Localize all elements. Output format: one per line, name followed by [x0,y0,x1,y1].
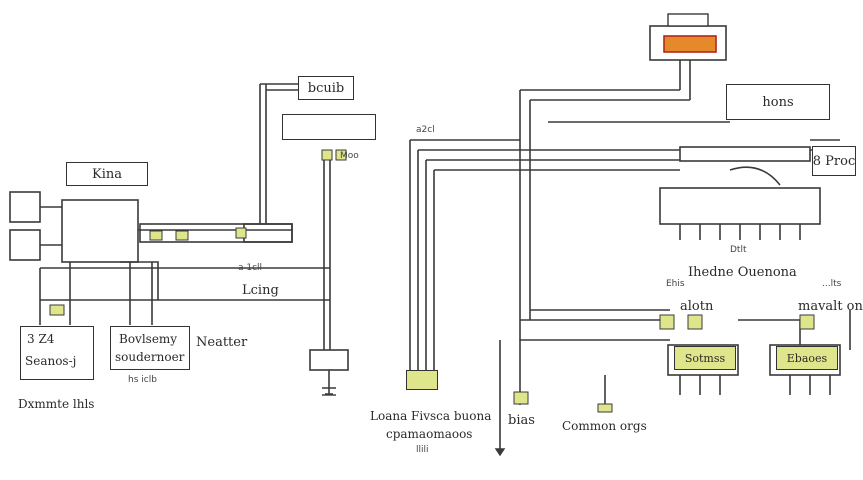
yellow-module-2-label: Ebaoes [786,351,828,365]
left-bottom-box: 3 Z4 Seanos-j [20,326,94,380]
mid-tag: Dtlt [730,245,747,255]
center-terminal [406,370,438,390]
left-center-label: Kina [92,166,122,182]
common-label: Common orgs [562,419,647,433]
right-small-label: ...lts [822,279,842,289]
left-bottom-label: Seanos-j [25,354,77,368]
left-center-label-box: Kina [66,162,148,186]
left-bottom-sub: 3 Z4 [27,332,55,346]
right-mid-label: alotn [680,299,714,314]
right-right-label: mavalt on [798,299,863,314]
small-label-1: a 1cll [238,263,263,273]
relay-box [282,114,376,140]
top-left-label: bcuib [307,80,345,96]
center-box: Bovlsemy soudernoer [110,326,190,370]
top-right-device: hons [726,84,830,120]
yellow-module-1-label: Sotmss [684,351,726,365]
top-tag-2: Moo [340,151,359,161]
yellow-module-2: Ebaoes [776,346,838,370]
bias-label: bias [508,413,535,428]
center-box-line1: Bovlsemy [119,332,178,346]
bottom-center-sub: llili [416,445,429,455]
right-edge-label: 8 Proc [812,153,856,169]
small-label-2: Lcing [242,283,279,298]
yellow-module-1: Sotmss [674,346,736,370]
right-left-label: Ehis [666,279,685,289]
top-tag: a2cl [416,125,435,135]
left-bottom-caption: Dxmmte lhls [18,397,95,411]
center-module-frame [61,199,139,263]
power-module [663,35,717,53]
top-right-label: hons [762,94,794,110]
center-box-line2: soudernoer [115,350,185,364]
bus-bar [139,223,293,243]
center-box-caption: hs iclb [128,375,157,385]
right-heading: Ihedne Ouenona [688,265,797,280]
right-edge-box: 8 Proc [812,146,856,176]
top-left-label-box: bcuib [298,76,354,100]
bottom-center-line2: cpamaomaoos [386,427,473,441]
heater-label: Neatter [196,335,248,350]
bottom-center-line1: Loana Fivsca buona [370,409,492,423]
